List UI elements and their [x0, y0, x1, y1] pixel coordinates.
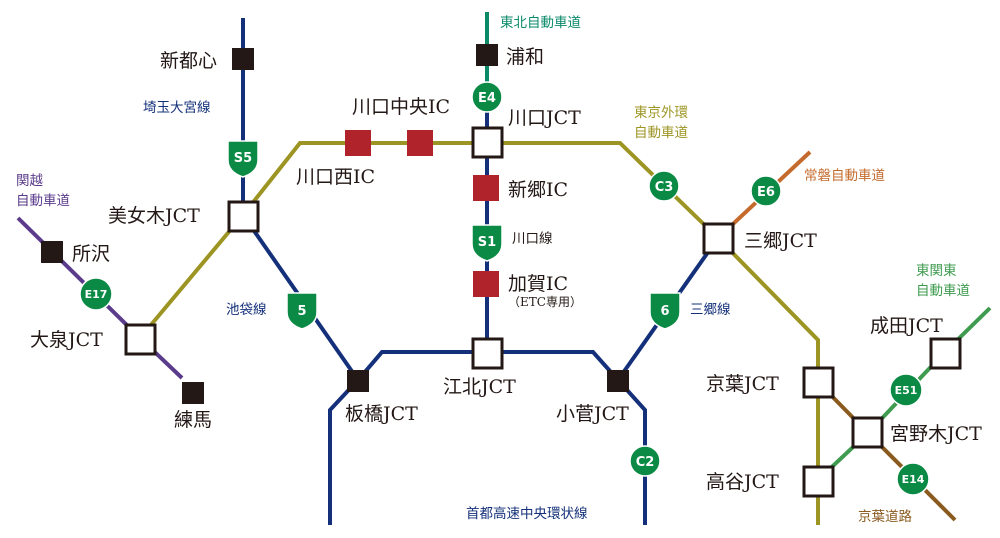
shield-e6-label: E6: [757, 185, 775, 200]
marker-kosuge-jct: [607, 370, 629, 392]
label-itabashi-jct: 板橋JCT: [345, 403, 418, 425]
route-label-higashikanto-2: 自動車道: [916, 283, 970, 299]
shield-route-5-label: 5: [297, 304, 306, 319]
label-misato-jct: 三郷JCT: [744, 230, 817, 252]
route-line-keiyo-road: [816, 380, 957, 522]
marker-itabashi-jct: [347, 370, 369, 392]
marker-tokorozawa: [41, 241, 63, 263]
shield-e6: E6: [750, 175, 782, 207]
marker-kawaguchi-chuo-ic: [407, 130, 433, 156]
label-kaga-ic: 加賀IC: [508, 273, 568, 295]
label-kawaguchi-jct: 川口JCT: [508, 107, 581, 129]
route-label-kanetsu-1: 関越: [16, 173, 43, 189]
route-label-kanetsu-2: 自動車道: [16, 193, 70, 209]
junction-misato-jct: [702, 222, 735, 255]
route-label-keiyo-road: 京葉道路: [858, 509, 912, 525]
route-label-misato: 三郷線: [690, 302, 731, 318]
label-kawaguchi-chuo-ic: 川口中央IC: [352, 96, 450, 118]
junction-oizumi-jct: [124, 323, 157, 356]
shield-e14: E14: [896, 462, 930, 496]
marker-shingo-ic: [473, 175, 499, 201]
label-nerima: 練馬: [174, 409, 212, 431]
marker-urawa: [476, 44, 498, 66]
shield-s1-label: S1: [478, 235, 496, 250]
shield-e14-label: E14: [902, 473, 925, 486]
label-narita-jct: 成田JCT: [870, 315, 943, 337]
label-keiyo-jct: 京葉JCT: [706, 373, 779, 395]
junction-narita-jct: [929, 337, 962, 370]
shield-s5: S5: [227, 140, 259, 178]
shield-e51: E51: [889, 373, 923, 407]
shield-s5-label: S5: [234, 151, 252, 166]
label-urawa: 浦和: [506, 46, 544, 68]
junction-kawaguchi-jct: [471, 126, 504, 159]
label-oizumi-jct: 大泉JCT: [30, 329, 103, 351]
route-label-higashikanto-1: 東関東: [916, 263, 957, 279]
shield-c2-label: C2: [636, 455, 655, 470]
label-takaya-jct: 高谷JCT: [706, 471, 779, 493]
route-label-gaikan-2: 自動車道: [634, 125, 688, 141]
label-kawaguchi-nishi-ic: 川口西IC: [296, 166, 375, 188]
junction-kohoku-jct: [471, 337, 504, 370]
shield-e4-label: E4: [478, 91, 496, 106]
marker-kaga-ic: [473, 271, 499, 297]
route-label-gaikan-1: 東京外環: [634, 105, 688, 121]
route-label-tohoku: 東北自動車道: [500, 15, 581, 31]
junction-bijogi-jct: [227, 200, 260, 233]
shield-e17-label: E17: [85, 288, 108, 301]
junction-takaya-jct: [802, 465, 835, 498]
route-label-central-loop: 首都高速中央環状線: [466, 505, 588, 522]
shield-route-6-label: 6: [660, 304, 669, 319]
shield-s1: S1: [471, 224, 503, 262]
label-tokorozawa: 所沢: [72, 243, 110, 265]
label-kaga-ic-note: （ETC専用）: [508, 295, 582, 309]
junction-keiyo-jct: [802, 366, 835, 399]
junction-miyanogi-jct: [851, 416, 884, 449]
shield-c3-label: C3: [655, 180, 674, 195]
route-label-saitama-omiya: 埼玉大宮線: [143, 100, 211, 116]
shield-route-5: 5: [286, 292, 318, 330]
label-kohoku-jct: 江北JCT: [443, 376, 516, 398]
label-miyanogi-jct: 宮野木JCT: [890, 423, 982, 445]
route-label-kawaguchi: 川口線: [512, 231, 553, 247]
shield-e4: E4: [471, 81, 503, 113]
marker-kawaguchi-nishi-ic: [345, 130, 371, 156]
route-label-joban: 常磐自動車道: [804, 168, 885, 184]
shield-route-6: 6: [649, 292, 681, 330]
shield-c2: C2: [629, 445, 661, 477]
label-shintoshin: 新都心: [160, 50, 217, 72]
shield-e17: E17: [79, 277, 113, 311]
label-shingo-ic: 新郷IC: [508, 179, 568, 201]
label-kosuge-jct: 小菅JCT: [556, 403, 629, 425]
route-label-ikebukuro: 池袋線: [226, 302, 267, 318]
shield-c3: C3: [648, 170, 680, 202]
marker-shintoshin: [232, 48, 254, 70]
marker-nerima: [182, 382, 204, 404]
label-bijogi-jct: 美女木JCT: [108, 205, 200, 227]
shield-e51-label: E51: [895, 384, 918, 397]
